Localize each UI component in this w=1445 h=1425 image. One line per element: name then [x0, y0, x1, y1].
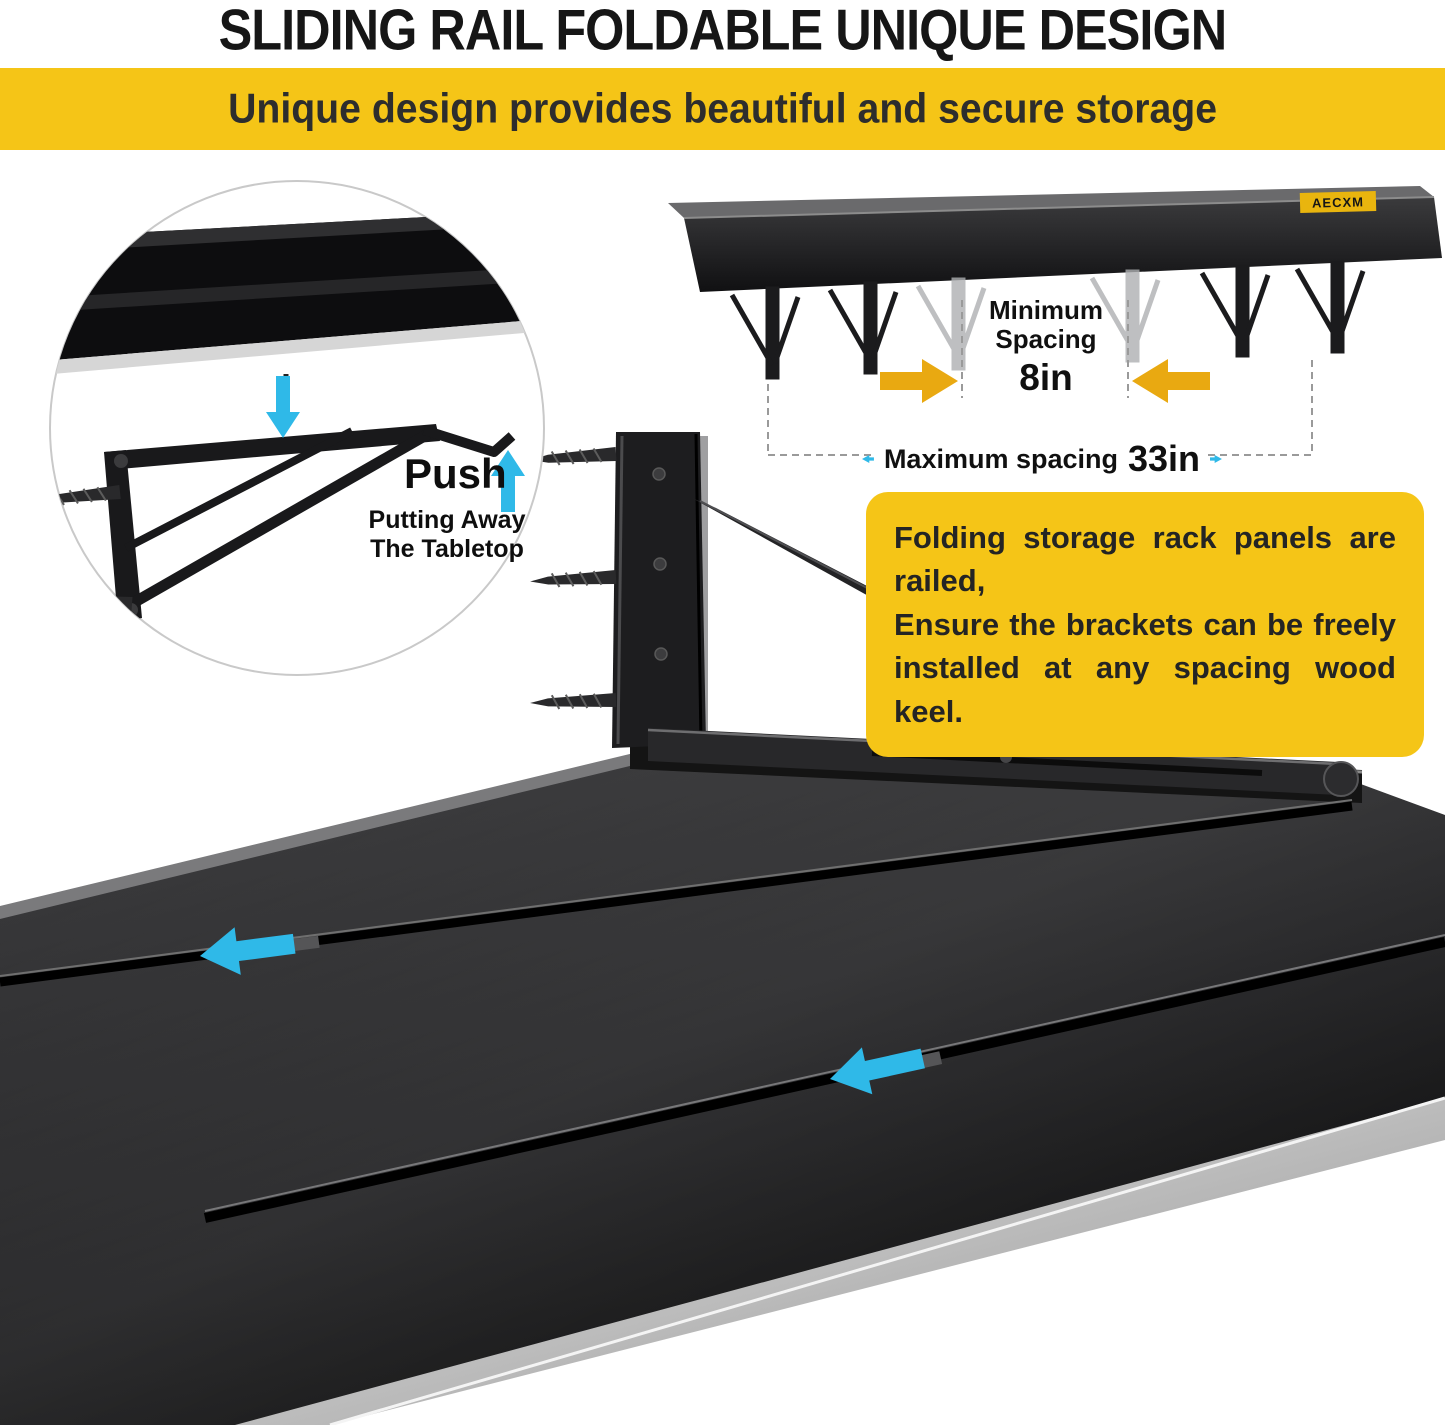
shelf-bracket-icon — [729, 260, 1366, 380]
push-label: Push — [404, 450, 507, 497]
page-title-text: SLIDING RAIL FOLDABLE UNIQUE DESIGN — [218, 0, 1228, 63]
max-spacing-right-arrow-icon — [1210, 455, 1222, 463]
table-front-edge — [235, 1096, 1445, 1425]
subtitle-banner: Unique design provides beautiful and sec… — [0, 68, 1445, 150]
inset-caption-line1: Putting Away — [368, 506, 526, 534]
info-box-line3: installed at any spacing wood keel. — [894, 650, 1396, 729]
inset-caption: Putting Away The Tabletop — [338, 506, 556, 564]
page-title: SLIDING RAIL FOLDABLE UNIQUE DESIGN — [0, 0, 1445, 66]
max-spacing-left-arrow-icon — [862, 455, 874, 463]
minimum-spacing-label: Minimum Spacing — [988, 295, 1104, 355]
brand-sticker: AECXM — [1299, 191, 1377, 213]
inset-tabletop — [50, 210, 544, 398]
minimum-spacing-value: 8in — [1019, 357, 1073, 399]
info-box-line1: Folding storage rack panels are railed, — [894, 520, 1396, 599]
shelf-underside-view — [668, 186, 1442, 456]
spacing-guides — [767, 300, 1313, 456]
subtitle-text: Unique design provides beautiful and sec… — [228, 85, 1217, 132]
tabletop-photo — [0, 738, 1445, 1425]
inset-bracket — [50, 424, 516, 622]
inset-caption-line2: The Tabletop — [370, 535, 524, 563]
table-edge-highlight — [0, 751, 642, 919]
maximum-spacing-value: 33in — [1128, 438, 1201, 479]
rail-strip — [698, 436, 708, 734]
info-box-line2: Ensure the brackets can be freely — [894, 606, 1396, 642]
info-box: Folding storage rack panels are railed, … — [866, 492, 1424, 757]
mounting-screw-icon — [528, 446, 618, 711]
minimum-spacing-annotation: Minimum Spacing 8in — [960, 295, 1132, 399]
maximum-spacing-annotation: Maximum spacing 33in — [862, 438, 1222, 480]
min-spacing-arrow-icon — [880, 359, 1210, 403]
maximum-spacing-label: Maximum spacing — [883, 443, 1118, 474]
inset-detail-circle — [49, 180, 545, 676]
